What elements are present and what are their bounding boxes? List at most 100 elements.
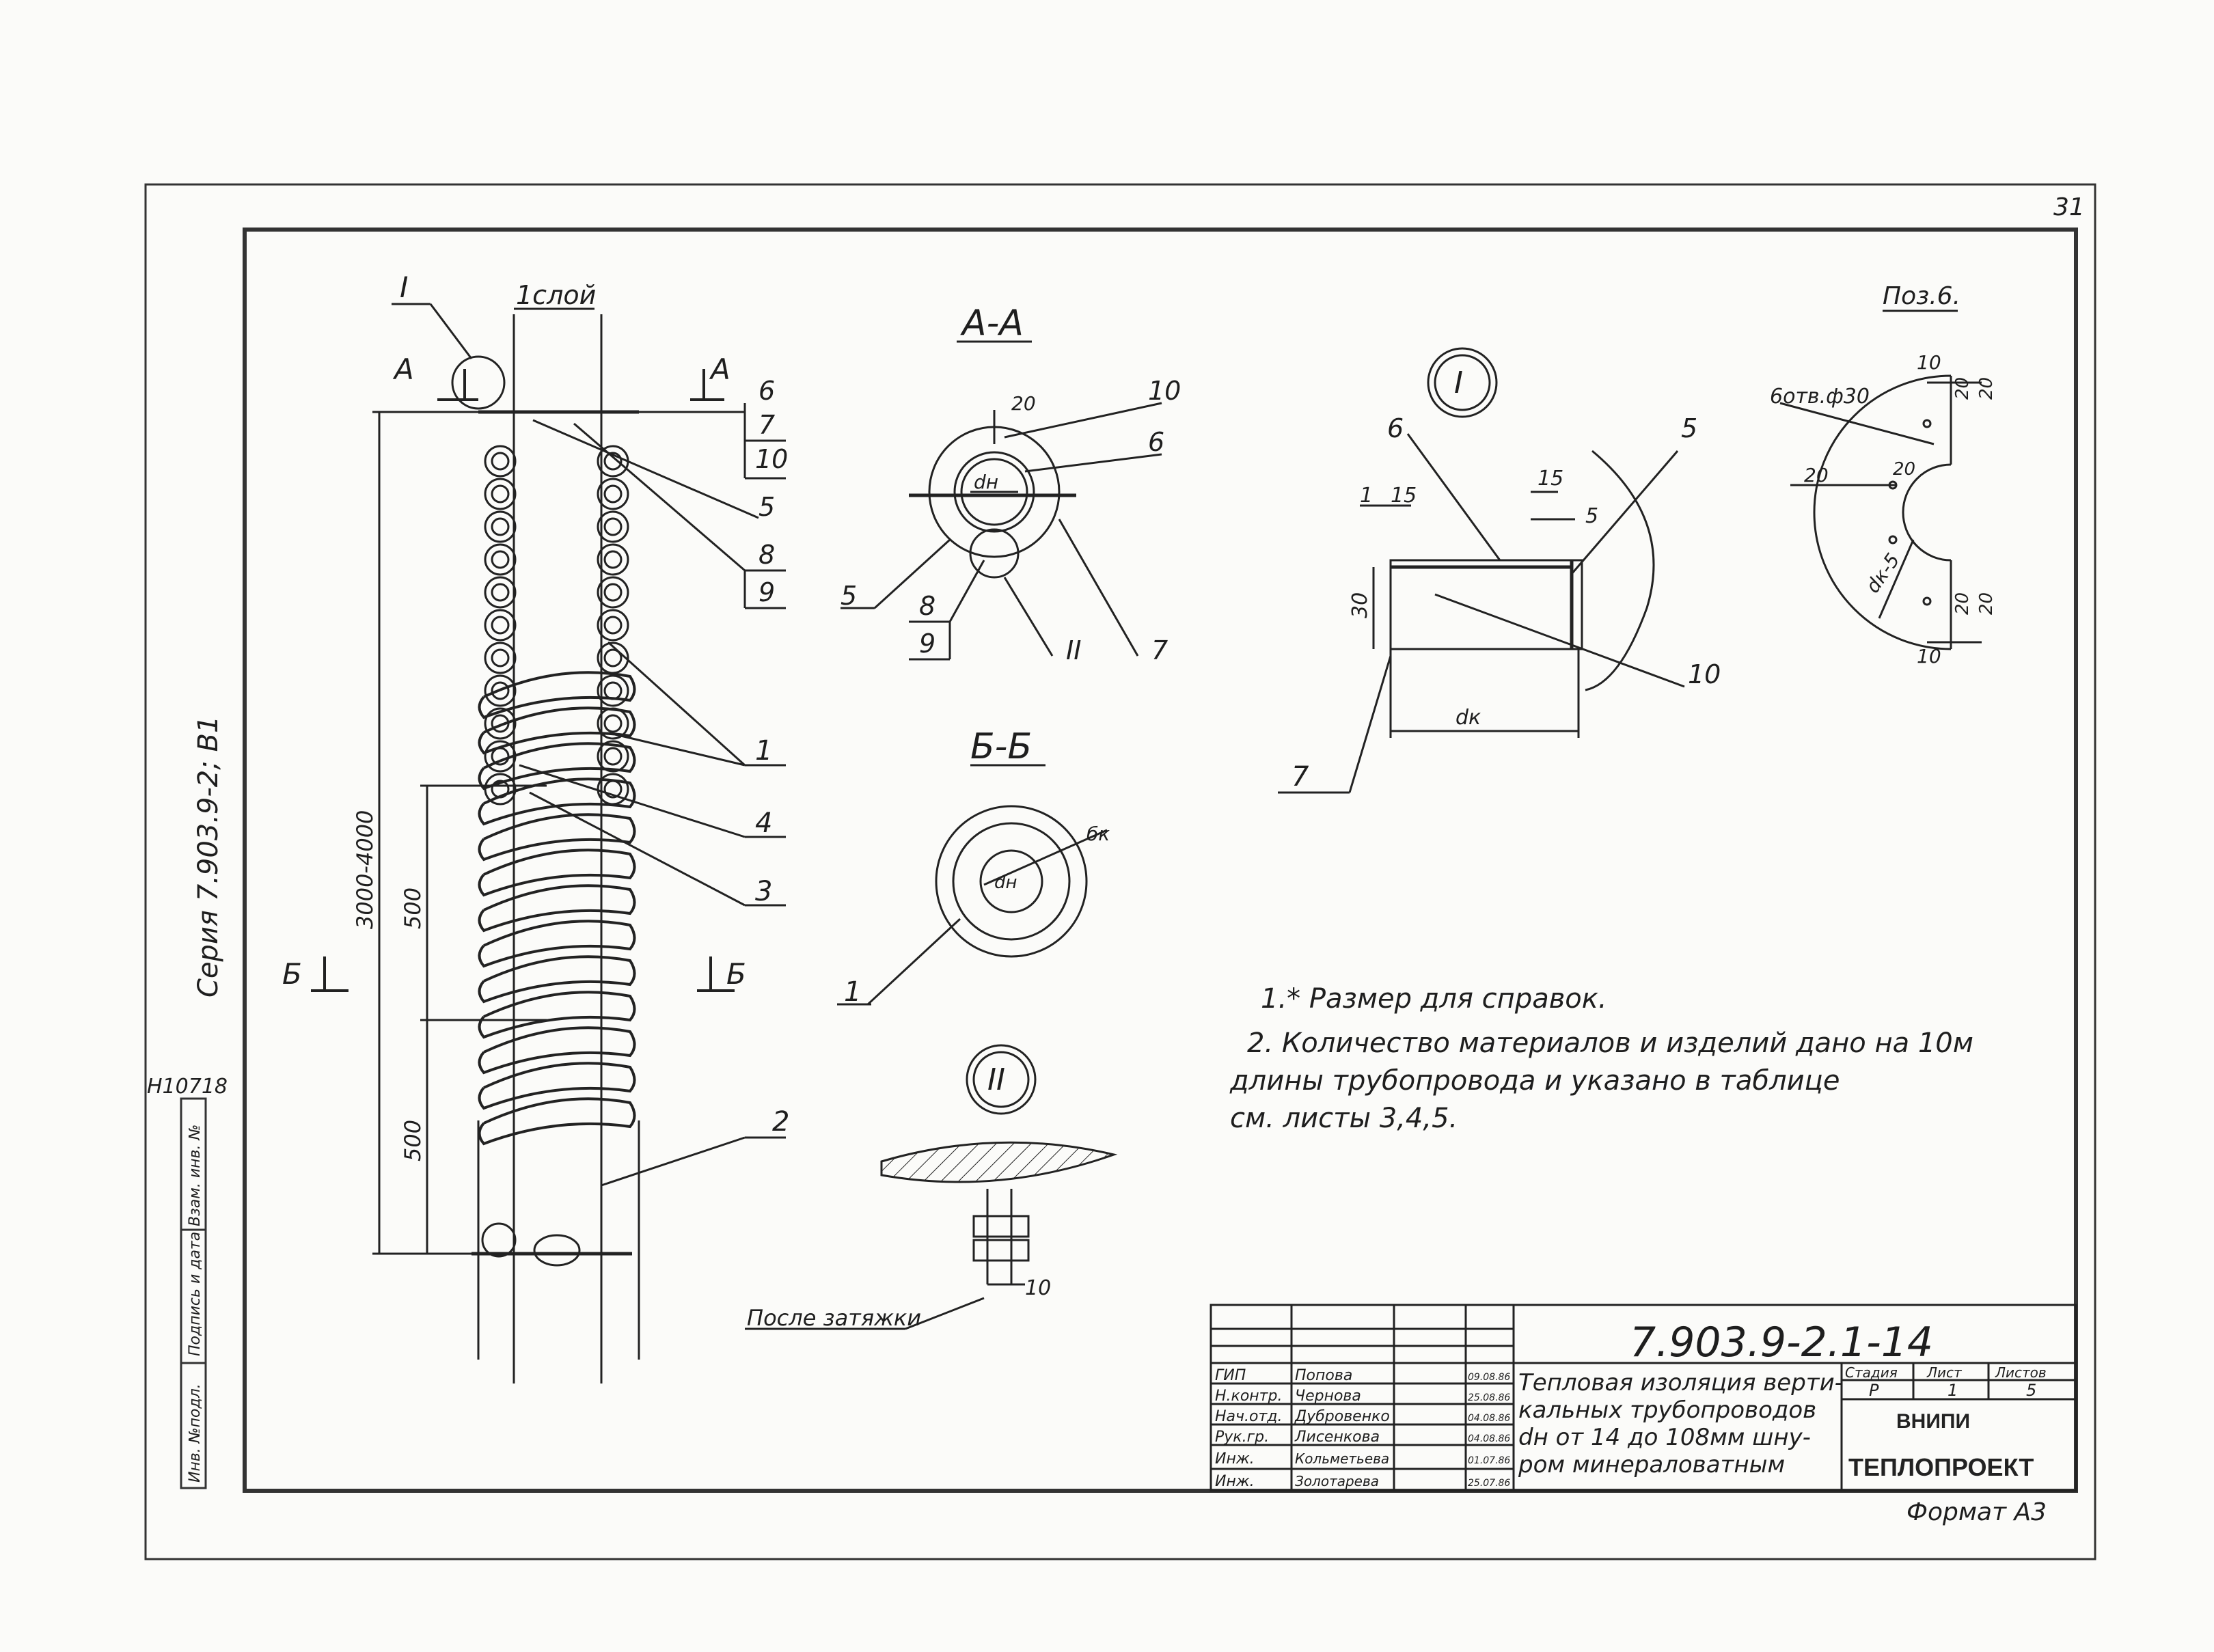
node-I-dim-30: 30 — [1348, 592, 1372, 618]
cord-turn-right-core — [603, 681, 623, 700]
aa-dim-20: 20 — [1011, 392, 1036, 415]
left-margin-table — [180, 1097, 207, 1489]
staff-date-4: 01.07.86 — [1468, 1455, 1510, 1466]
node-I-dim-1: 1 — [1360, 484, 1373, 508]
node-II-circle-inner — [972, 1051, 1030, 1108]
title-line-1: Тепловая изоляция верти- — [1518, 1369, 1843, 1396]
cord-turn-right-core — [603, 583, 623, 602]
cord-spiral-turn — [478, 991, 636, 1039]
staff-date-3: 04.08.86 — [1468, 1433, 1510, 1444]
dim-step-1: 500 — [400, 887, 426, 929]
staff-role-1: Н.контр. — [1215, 1388, 1282, 1405]
stage-value: Р — [1869, 1381, 1879, 1400]
node-I-callout-6: 6 — [1387, 413, 1404, 443]
staff-date-5: 25.07.86 — [1468, 1478, 1510, 1489]
callout-3: 3 — [755, 876, 772, 907]
section-bb-title: Б-Б — [970, 726, 1032, 767]
cord-spiral-turn — [478, 920, 636, 968]
callout-8: 8 — [758, 540, 775, 570]
cord-turn-left-core — [491, 648, 510, 667]
cord-turn-right-core — [603, 452, 623, 471]
cord-turn-right — [597, 543, 629, 576]
cord-turn-left-core — [491, 681, 510, 700]
note-2: 2. Количество материалов и изделий дано … — [1247, 1028, 1973, 1059]
pos6-dim-20-a: 20 — [1952, 377, 1973, 400]
aa-callout-8: 8 — [919, 591, 935, 621]
margin-label-1: Инв. №подл. — [187, 1383, 204, 1483]
cord-turn-left-core — [491, 550, 510, 569]
aa-callout-5: 5 — [840, 581, 857, 611]
cord-turn-left — [484, 674, 517, 707]
section-bb-drawing — [935, 805, 1108, 958]
pos6-dim-20-c: 20 — [1804, 464, 1829, 486]
main-callout-leaders — [519, 403, 786, 1187]
main-view — [311, 314, 735, 1383]
pos6-title: Поз.6. — [1883, 282, 1960, 310]
aa-callout-7: 7 — [1151, 635, 1168, 665]
node-II-after-label: После затяжки — [747, 1305, 921, 1331]
node-II-title: II — [987, 1062, 1005, 1097]
cord-spiral-turn — [478, 1062, 636, 1110]
node-II-circle — [966, 1044, 1037, 1115]
cord-spiral-turn — [478, 955, 636, 1004]
note-4: см. листы 3,4,5. — [1230, 1103, 1458, 1134]
title-line-2: кальных трубопроводов — [1518, 1396, 1816, 1424]
callout-6: 6 — [758, 376, 775, 406]
staff-rows: ГИП Попова 09.08.86 Н.контр. Чернова 25.… — [1215, 1367, 1510, 1490]
sheet-value: 1 — [1948, 1381, 1958, 1400]
cord-turn-right-core — [603, 550, 623, 569]
cord-spiral-turn — [478, 1097, 636, 1146]
cord-turn-left-core — [491, 583, 510, 602]
node-label-I: I — [400, 271, 408, 304]
bb-dk: бк — [1086, 823, 1110, 845]
staff-name-1: Чернова — [1295, 1388, 1361, 1405]
bb-callout-1: 1 — [844, 976, 861, 1008]
cord-spiral-turn — [478, 671, 636, 719]
callout-10: 10 — [755, 444, 788, 474]
pos6-dim-20-e: 20 — [1952, 592, 1973, 615]
stage-header: Стадия — [1845, 1364, 1898, 1381]
node-I-callout-7: 7 — [1292, 761, 1309, 793]
aa-dn: dн — [974, 471, 998, 493]
format-label: Формат А3 — [1906, 1498, 2047, 1526]
cord-turn-right-core — [603, 714, 623, 733]
dim-step-2: 500 — [400, 1120, 426, 1161]
cord-spiral — [478, 671, 636, 1146]
callout-9: 9 — [758, 577, 775, 607]
pos6-dim-10-bot: 10 — [1917, 645, 1941, 667]
cord-turns-right — [597, 445, 629, 806]
cord-spiral-turn — [478, 813, 636, 862]
node-I-circle — [1427, 347, 1498, 418]
staff-name-4: Кольметьева — [1295, 1450, 1389, 1467]
cord-turn-left — [484, 445, 517, 478]
sheets-value: 5 — [2026, 1381, 2036, 1400]
cord-spiral-turn — [478, 706, 636, 755]
staff-name-3: Лисенкова — [1294, 1429, 1380, 1446]
note-1: 1.* Размер для справок. — [1261, 983, 1607, 1015]
sheet-header: Лист — [1926, 1364, 1963, 1381]
section-aa-title: А-А — [960, 303, 1024, 344]
node-I-dim-15a: 15 — [1391, 484, 1417, 508]
cord-turn-right-core — [603, 517, 623, 536]
pos6-drawing — [1779, 374, 1982, 650]
title-line-4: ром минераловатным — [1518, 1451, 1785, 1478]
series-label: Серия 7.903.9-2; В1 — [193, 716, 224, 997]
staff-role-3: Рук.гр. — [1215, 1429, 1269, 1446]
callout-7: 7 — [758, 410, 775, 440]
node-II-dim-10: 10 — [1025, 1276, 1051, 1300]
node-II-drawing — [745, 1141, 1118, 1330]
aa-leaders — [840, 402, 1162, 661]
cord-turn-right-core — [603, 484, 623, 504]
org-1: ВНИПИ — [1896, 1410, 1970, 1433]
aa-callout-10: 10 — [1148, 376, 1181, 406]
cord-spiral-turn — [478, 742, 636, 790]
node-I-dim-15b: 15 — [1538, 467, 1563, 491]
pos6-dim-10-top: 10 — [1917, 351, 1941, 374]
node-I-dim-5: 5 — [1585, 504, 1598, 528]
cord-turn-right — [597, 609, 629, 642]
cord-spiral-turn — [478, 849, 636, 897]
callout-2: 2 — [772, 1106, 789, 1138]
cord-turn-left — [484, 576, 517, 609]
cut-a-left: А — [392, 353, 414, 386]
bb-leader — [837, 918, 961, 1006]
